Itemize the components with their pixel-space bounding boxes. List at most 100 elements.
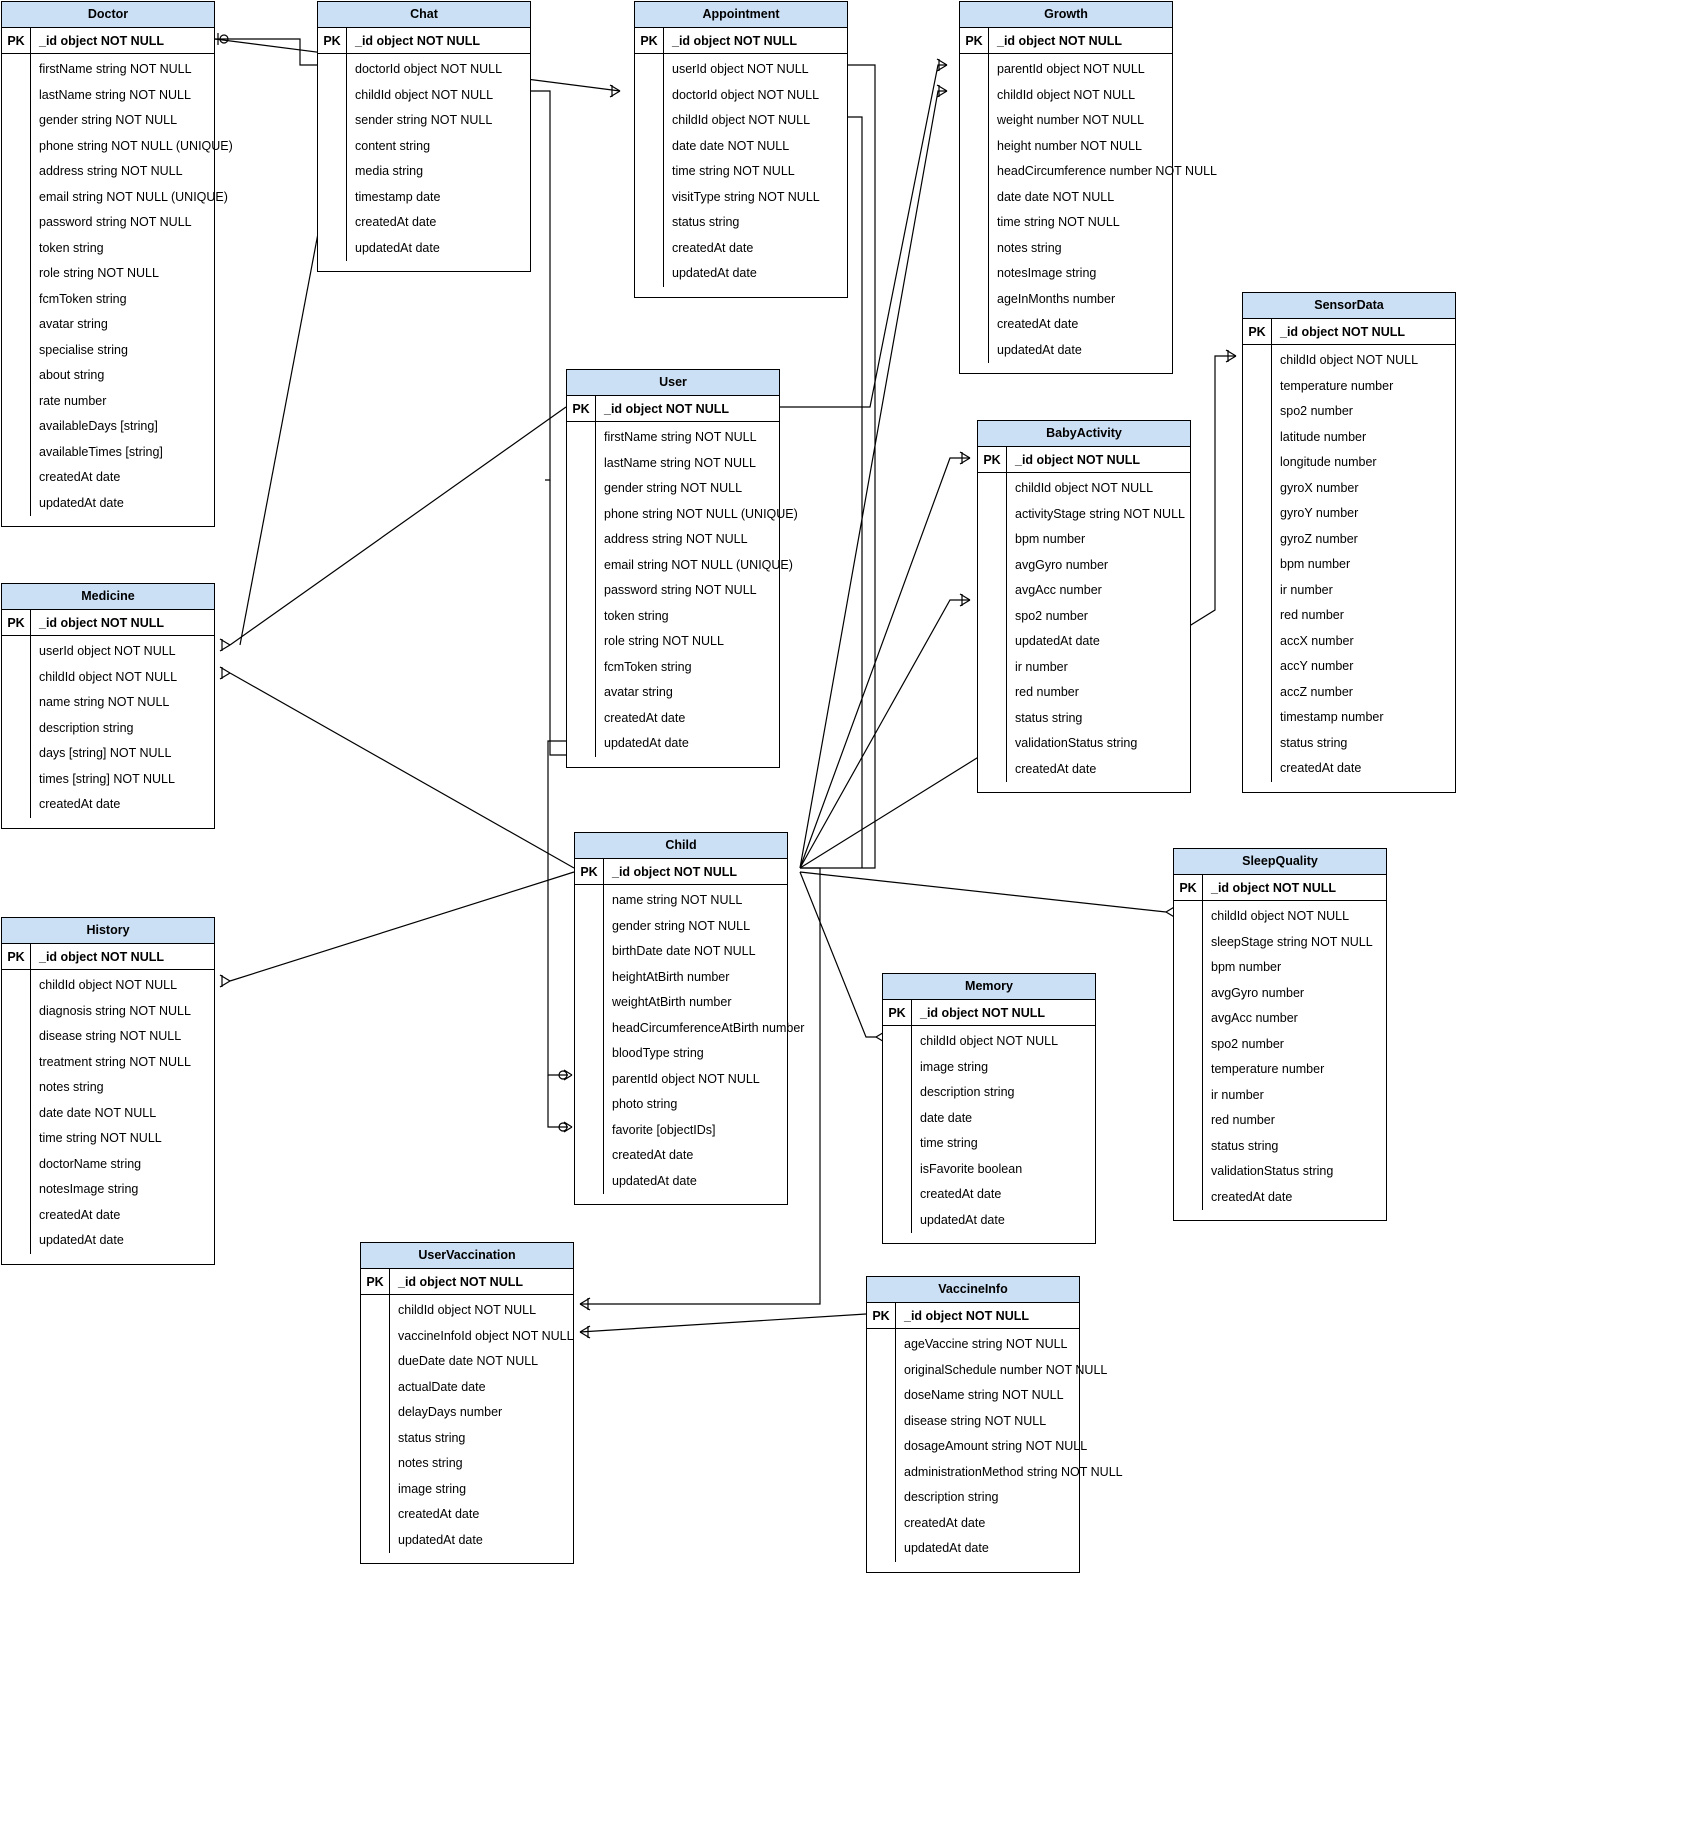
entity-sensordata[interactable]: SensorData PK _id object NOT NULL childI… xyxy=(1242,292,1456,793)
field-row: spo2 number xyxy=(1211,1036,1284,1051)
entity-pk-row: PK _id object NOT NULL xyxy=(867,1303,1079,1329)
entity-title-user: User xyxy=(567,370,779,396)
field-row: description string xyxy=(39,720,134,735)
field-row: createdAt date xyxy=(920,1187,1002,1201)
field-gutter xyxy=(1174,901,1202,1210)
entity-child[interactable]: Child PK _id object NOT NULL name string… xyxy=(574,832,804,1205)
field-row: parentId object NOT NULL xyxy=(612,1071,760,1086)
entity-title-babyactivity: BabyActivity xyxy=(978,421,1190,447)
field-row: gender string NOT NULL xyxy=(612,918,751,933)
field-row: headCircumference number NOT NULL xyxy=(997,164,1218,178)
field-row: parentId object NOT NULL xyxy=(997,62,1145,76)
field-row: originalSchedule number NOT NULL xyxy=(904,1362,1108,1377)
field-row: childId object NOT NULL xyxy=(398,1303,537,1317)
entity-pk-row: PK _id object NOT NULL xyxy=(883,1000,1095,1026)
entity-chat[interactable]: Chat PK _id object NOT NULL doctorId obj… xyxy=(317,1,531,272)
field-row: accY number xyxy=(1280,659,1354,673)
field-row: updatedAt date xyxy=(1015,634,1100,648)
field-names: ageVaccine string NOT NULL originalSchedu… xyxy=(895,1329,1123,1562)
field-row: bpm number xyxy=(1015,532,1086,546)
field-row: favorite [objectIDs] xyxy=(612,1122,716,1137)
field-row: updatedAt date xyxy=(997,342,1082,357)
pk-badge: PK xyxy=(7,33,25,48)
pk-field-name: _id object NOT NULL xyxy=(389,1269,573,1294)
field-row: rate number xyxy=(39,393,107,408)
field-row: fcmToken string xyxy=(604,659,692,674)
field-row: userId object NOT NULL xyxy=(39,644,176,658)
field-row: createdAt date xyxy=(1015,761,1097,776)
pk-field-name: _id object NOT NULL xyxy=(1006,447,1190,472)
field-row: date date NOT NULL xyxy=(39,1105,157,1120)
field-row: photo string xyxy=(612,1097,678,1111)
field-row: status string xyxy=(1280,735,1348,750)
entity-pk-row: PK _id object NOT NULL xyxy=(2,944,214,970)
field-row: latitude number xyxy=(1280,429,1367,444)
field-row: avatar string xyxy=(604,685,673,699)
field-row: ageVaccine string NOT NULL xyxy=(904,1337,1068,1351)
entity-pk-row: PK _id object NOT NULL xyxy=(361,1269,573,1295)
entity-field-list: childId object NOT NULL vaccineInfoId obj… xyxy=(361,1295,574,1563)
field-row: vaccineInfoId object NOT NULL xyxy=(398,1328,574,1343)
field-row: avatar string xyxy=(39,317,108,331)
field-row: gyroX number xyxy=(1280,480,1359,495)
entity-vaccineinfo[interactable]: VaccineInfo PK _id object NOT NULL ageVa… xyxy=(866,1276,1123,1573)
entity-title-doctor: Doctor xyxy=(2,2,214,28)
pk-badge: PK xyxy=(7,615,25,630)
field-row: validationStatus string xyxy=(1211,1164,1334,1178)
field-row: media string xyxy=(355,164,424,178)
field-row: date date NOT NULL xyxy=(672,138,790,153)
field-row: bpm number xyxy=(1211,960,1282,974)
entity-user[interactable]: User PK _id object NOT NULL firstName st… xyxy=(566,369,798,768)
entity-appointment[interactable]: Appointment PK _id object NOT NULL userI… xyxy=(634,1,848,298)
entity-pk-row: PK _id object NOT NULL xyxy=(635,28,847,54)
entity-history[interactable]: History PK _id object NOT NULL childId o… xyxy=(1,917,215,1265)
field-row: diagnosis string NOT NULL xyxy=(39,1003,191,1018)
field-gutter xyxy=(2,970,30,1254)
field-row: status string xyxy=(398,1430,466,1445)
entity-memory[interactable]: Memory PK _id object NOT NULL childId ob… xyxy=(882,973,1096,1244)
field-row: gyroY number xyxy=(1280,506,1359,520)
field-row: disease string NOT NULL xyxy=(904,1413,1047,1428)
field-row: updatedAt date xyxy=(920,1212,1005,1227)
entity-babyactivity[interactable]: BabyActivity PK _id object NOT NULL chil… xyxy=(977,420,1191,793)
field-row: email string NOT NULL (UNIQUE) xyxy=(604,557,793,572)
field-row: lastName string NOT NULL xyxy=(604,455,756,470)
field-gutter xyxy=(1243,345,1271,782)
field-row: doctorId object NOT NULL xyxy=(355,62,503,76)
entity-medicine[interactable]: Medicine PK _id object NOT NULL userId o… xyxy=(1,583,215,829)
field-row: updatedAt date xyxy=(398,1532,483,1547)
field-row: red number xyxy=(1015,685,1079,699)
field-row: specialise string xyxy=(39,342,128,357)
entity-uservaccination[interactable]: UserVaccination PK _id object NOT NULL c… xyxy=(360,1242,574,1564)
field-row: headCircumferenceAtBirth number xyxy=(612,1020,805,1035)
field-gutter xyxy=(361,1295,389,1553)
field-gutter xyxy=(2,636,30,818)
field-row: notes string xyxy=(398,1456,463,1470)
entity-title-growth: Growth xyxy=(960,2,1172,28)
field-row: gender string NOT NULL xyxy=(39,113,178,127)
field-row: temperature number xyxy=(1211,1062,1325,1076)
field-row: address string NOT NULL xyxy=(604,532,748,546)
field-row: role string NOT NULL xyxy=(39,266,159,280)
entity-doctor[interactable]: Doctor PK _id object NOT NULL firstName … xyxy=(1,1,233,527)
pk-badge: PK xyxy=(888,1005,906,1020)
field-row: avgAcc number xyxy=(1211,1011,1298,1025)
entity-sleepquality[interactable]: SleepQuality PK _id object NOT NULL chil… xyxy=(1173,848,1387,1221)
field-row: about string xyxy=(39,368,105,382)
entity-pk-row: PK _id object NOT NULL xyxy=(960,28,1172,54)
field-row: avgGyro number xyxy=(1211,985,1305,1000)
field-row: phone string NOT NULL (UNIQUE) xyxy=(604,506,798,521)
field-row: avgAcc number xyxy=(1015,583,1102,597)
entity-growth[interactable]: Growth PK _id object NOT NULL parentId o… xyxy=(959,1,1217,374)
field-row: sender string NOT NULL xyxy=(355,113,493,127)
field-row: updatedAt date xyxy=(39,495,124,510)
field-row: userId object NOT NULL xyxy=(672,62,809,76)
